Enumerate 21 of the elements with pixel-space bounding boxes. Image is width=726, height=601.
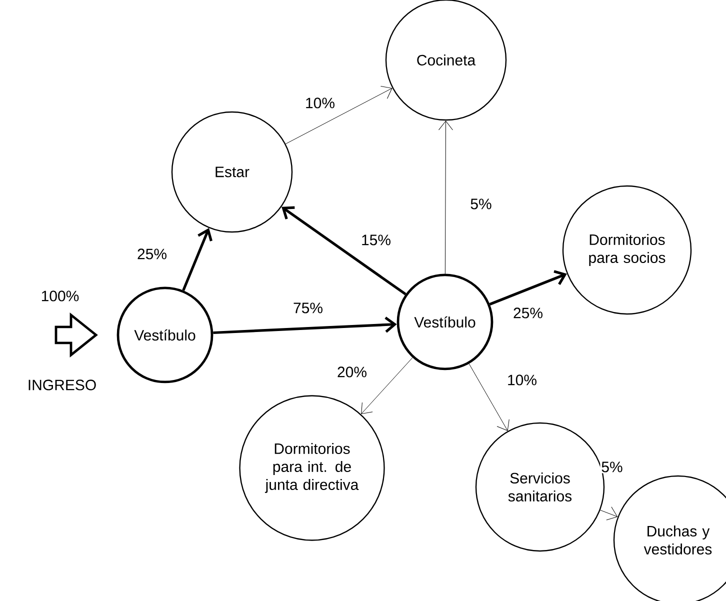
edge-label: 100%: [42, 290, 79, 302]
block-arrow: [54, 312, 98, 358]
edge-label: 75%: [294, 302, 322, 314]
edge-label: 25%: [138, 248, 166, 260]
edge-label: 15%: [362, 234, 390, 246]
arrow: [213, 316, 397, 334]
arrow: [600, 506, 618, 520]
arrow: [468, 364, 510, 431]
arrow: [438, 120, 453, 274]
edge-label: 10%: [508, 374, 536, 386]
edge-label: 10%: [306, 98, 334, 108]
entrance-label: INGRESO: [28, 380, 96, 390]
edge-label: 5%: [602, 462, 622, 472]
edge-label: 25%: [514, 308, 542, 318]
arrow: [489, 270, 567, 306]
arrow: [285, 86, 392, 144]
edge-label: 5%: [470, 198, 492, 210]
arrow: [282, 206, 406, 296]
arrow: [361, 357, 413, 414]
arrow: [182, 228, 212, 291]
edge-label: 20%: [338, 366, 366, 378]
